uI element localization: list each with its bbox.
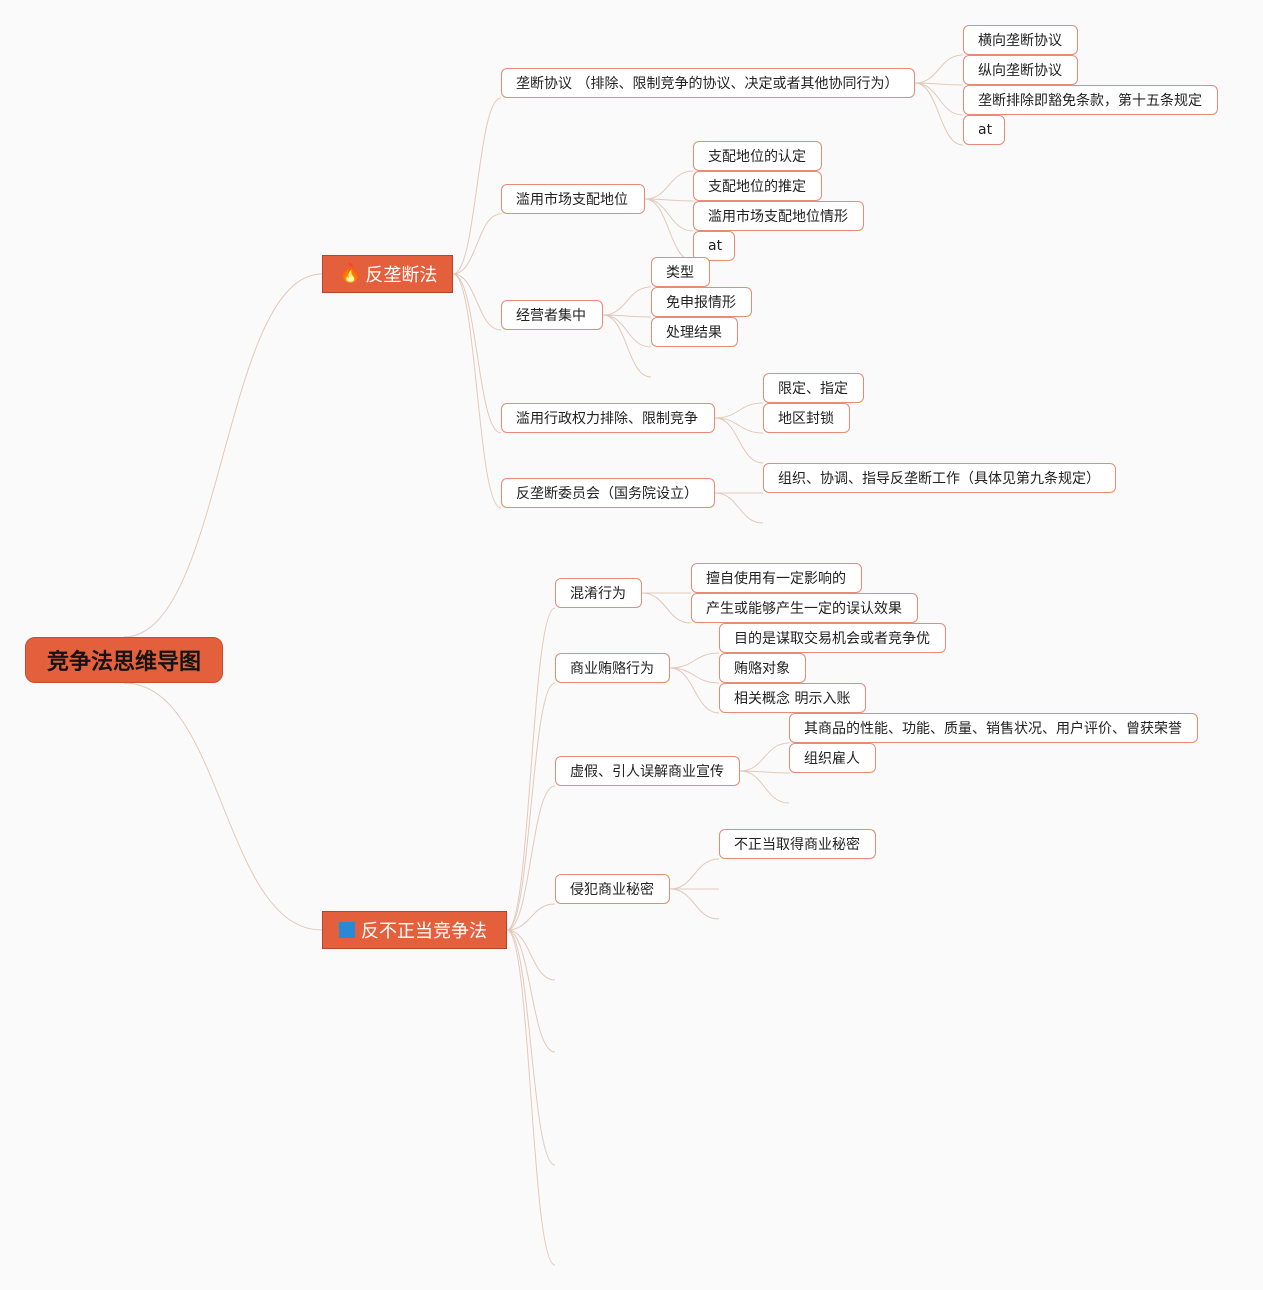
topic-concentration[interactable]: 经营者集中 xyxy=(501,300,603,330)
connector-line xyxy=(914,82,964,146)
topic-abuse-dominant-position[interactable]: 滥用市场支配地位 xyxy=(501,184,645,214)
connector-line xyxy=(714,417,764,464)
leaf-node[interactable]: 垄断排除即豁免条款，第十五条规定 xyxy=(963,85,1218,115)
leaf-node[interactable]: 组织、协调、指导反垄断工作（具体见第九条规定） xyxy=(763,463,1116,493)
leaf-node[interactable]: 不正当取得商业秘密 xyxy=(719,829,876,859)
connector-line xyxy=(123,273,323,638)
connector-line xyxy=(669,858,720,890)
leaf-node[interactable]: 目的是谋取交易机会或者竞争优 xyxy=(719,623,946,653)
leaf-node[interactable]: 免申报情形 xyxy=(651,287,752,317)
blue-square-icon xyxy=(339,922,355,938)
connector-line xyxy=(914,82,964,86)
leaf-node[interactable]: at xyxy=(693,231,735,261)
topic-monopoly-agreement[interactable]: 垄断协议 （排除、限制竞争的协议、决定或者其他协同行为） xyxy=(501,68,915,98)
leaf-node[interactable]: at xyxy=(963,115,1005,145)
leaf-node[interactable]: 其商品的性能、功能、质量、销售状况、用户评价、曾获荣誉 xyxy=(789,713,1198,743)
topic-commercial-bribery[interactable]: 商业贿赂行为 xyxy=(555,653,670,683)
connector-line xyxy=(644,198,694,202)
connector-line xyxy=(644,198,694,232)
fire-icon: 🔥 xyxy=(339,263,362,284)
leaf-node[interactable]: 处理结果 xyxy=(651,317,738,347)
connector-line xyxy=(714,402,764,419)
branch-label: 反垄断法 xyxy=(365,265,438,286)
root-node[interactable]: 竞争法思维导图 xyxy=(25,637,223,683)
connector-line xyxy=(914,82,964,116)
leaf-node[interactable]: 组织雇人 xyxy=(789,743,876,773)
connector-line xyxy=(452,213,502,275)
leaf-node[interactable]: 地区封锁 xyxy=(763,403,850,433)
connector-line xyxy=(641,592,692,624)
leaf-node[interactable]: 纵向垄断协议 xyxy=(963,55,1078,85)
branch-anti-unfair-competition-law[interactable]: 反不正当竞争法 xyxy=(322,911,507,949)
connector-line xyxy=(669,667,720,714)
connector-line xyxy=(739,770,790,774)
connector-line xyxy=(644,170,694,200)
connector-line xyxy=(602,314,652,348)
leaf-node[interactable]: 相关概念 明示入账 xyxy=(719,683,866,713)
connector-line xyxy=(602,314,652,318)
connector-line xyxy=(506,682,556,931)
connector-line xyxy=(452,273,502,434)
connector-line xyxy=(669,652,720,669)
connector-line xyxy=(506,929,556,1266)
connector-line xyxy=(506,903,556,931)
connector-line xyxy=(669,888,720,920)
connector-line xyxy=(739,742,790,772)
connector-line xyxy=(452,273,502,331)
leaf-node[interactable]: 贿赂对象 xyxy=(719,653,806,683)
connector-line xyxy=(914,54,964,84)
leaf-node[interactable]: 产生或能够产生一定的误认效果 xyxy=(691,593,918,623)
connector-line xyxy=(452,97,502,275)
connector-line xyxy=(123,682,323,931)
connector-line xyxy=(452,273,502,509)
leaf-node[interactable]: 滥用市场支配地位情形 xyxy=(693,201,864,231)
topic-false-advertising[interactable]: 虚假、引人误解商业宣传 xyxy=(555,756,740,786)
topic-anti-monopoly-committee[interactable]: 反垄断委员会（国务院设立） xyxy=(501,478,715,508)
connector-line xyxy=(506,607,556,931)
branch-label: 反不正当竞争法 xyxy=(361,921,487,942)
leaf-node[interactable]: 支配地位的认定 xyxy=(693,141,822,171)
connector-line xyxy=(506,929,556,1053)
leaf-node[interactable]: 限定、指定 xyxy=(763,373,864,403)
leaf-node[interactable]: 支配地位的推定 xyxy=(693,171,822,201)
leaf-node[interactable]: 擅自使用有一定影响的 xyxy=(691,563,862,593)
topic-confusion[interactable]: 混淆行为 xyxy=(555,578,642,608)
connector-line xyxy=(602,286,652,316)
leaf-node[interactable]: 横向垄断协议 xyxy=(963,25,1078,55)
connector-line xyxy=(602,314,652,378)
connector-line xyxy=(739,770,790,804)
connector-line xyxy=(506,929,556,981)
leaf-node[interactable]: 类型 xyxy=(651,257,710,287)
connector-line xyxy=(714,492,764,524)
topic-trade-secret[interactable]: 侵犯商业秘密 xyxy=(555,874,670,904)
branch-anti-monopoly-law[interactable]: 🔥 反垄断法 xyxy=(322,255,453,293)
connector-line xyxy=(506,785,556,931)
topic-administrative-abuse[interactable]: 滥用行政权力排除、限制竞争 xyxy=(501,403,715,433)
connector-line xyxy=(506,929,556,1166)
